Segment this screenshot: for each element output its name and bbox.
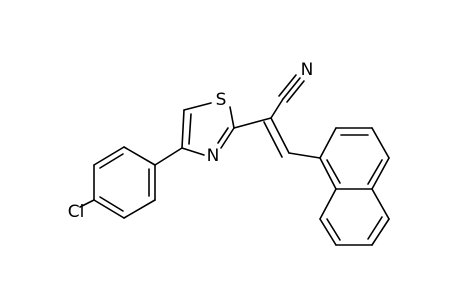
c-cl-bond [79, 199, 95, 208]
chlorine-atom-label: Cl [68, 202, 85, 222]
vinyl-naphthyl-bond [288, 152, 321, 159]
thiazole-ring [181, 102, 235, 156]
nitrile-triple-bond [278, 74, 305, 103]
thiazole-vinyl-bond [233, 117, 272, 129]
phenyl-thiazole-bond [154, 147, 183, 166]
nitrile-nitrogen-label: N [301, 60, 314, 80]
thiazole-nitrogen-label: N [207, 146, 220, 166]
naphthalene-upper-ring [319, 127, 390, 190]
vinyl-double-bond [263, 117, 290, 158]
sulfur-atom-label: S [216, 90, 227, 110]
vinyl-nitrile-bond [270, 98, 284, 119]
chlorophenyl-ring [93, 146, 156, 219]
naphthalene-lower-ring [319, 188, 390, 246]
